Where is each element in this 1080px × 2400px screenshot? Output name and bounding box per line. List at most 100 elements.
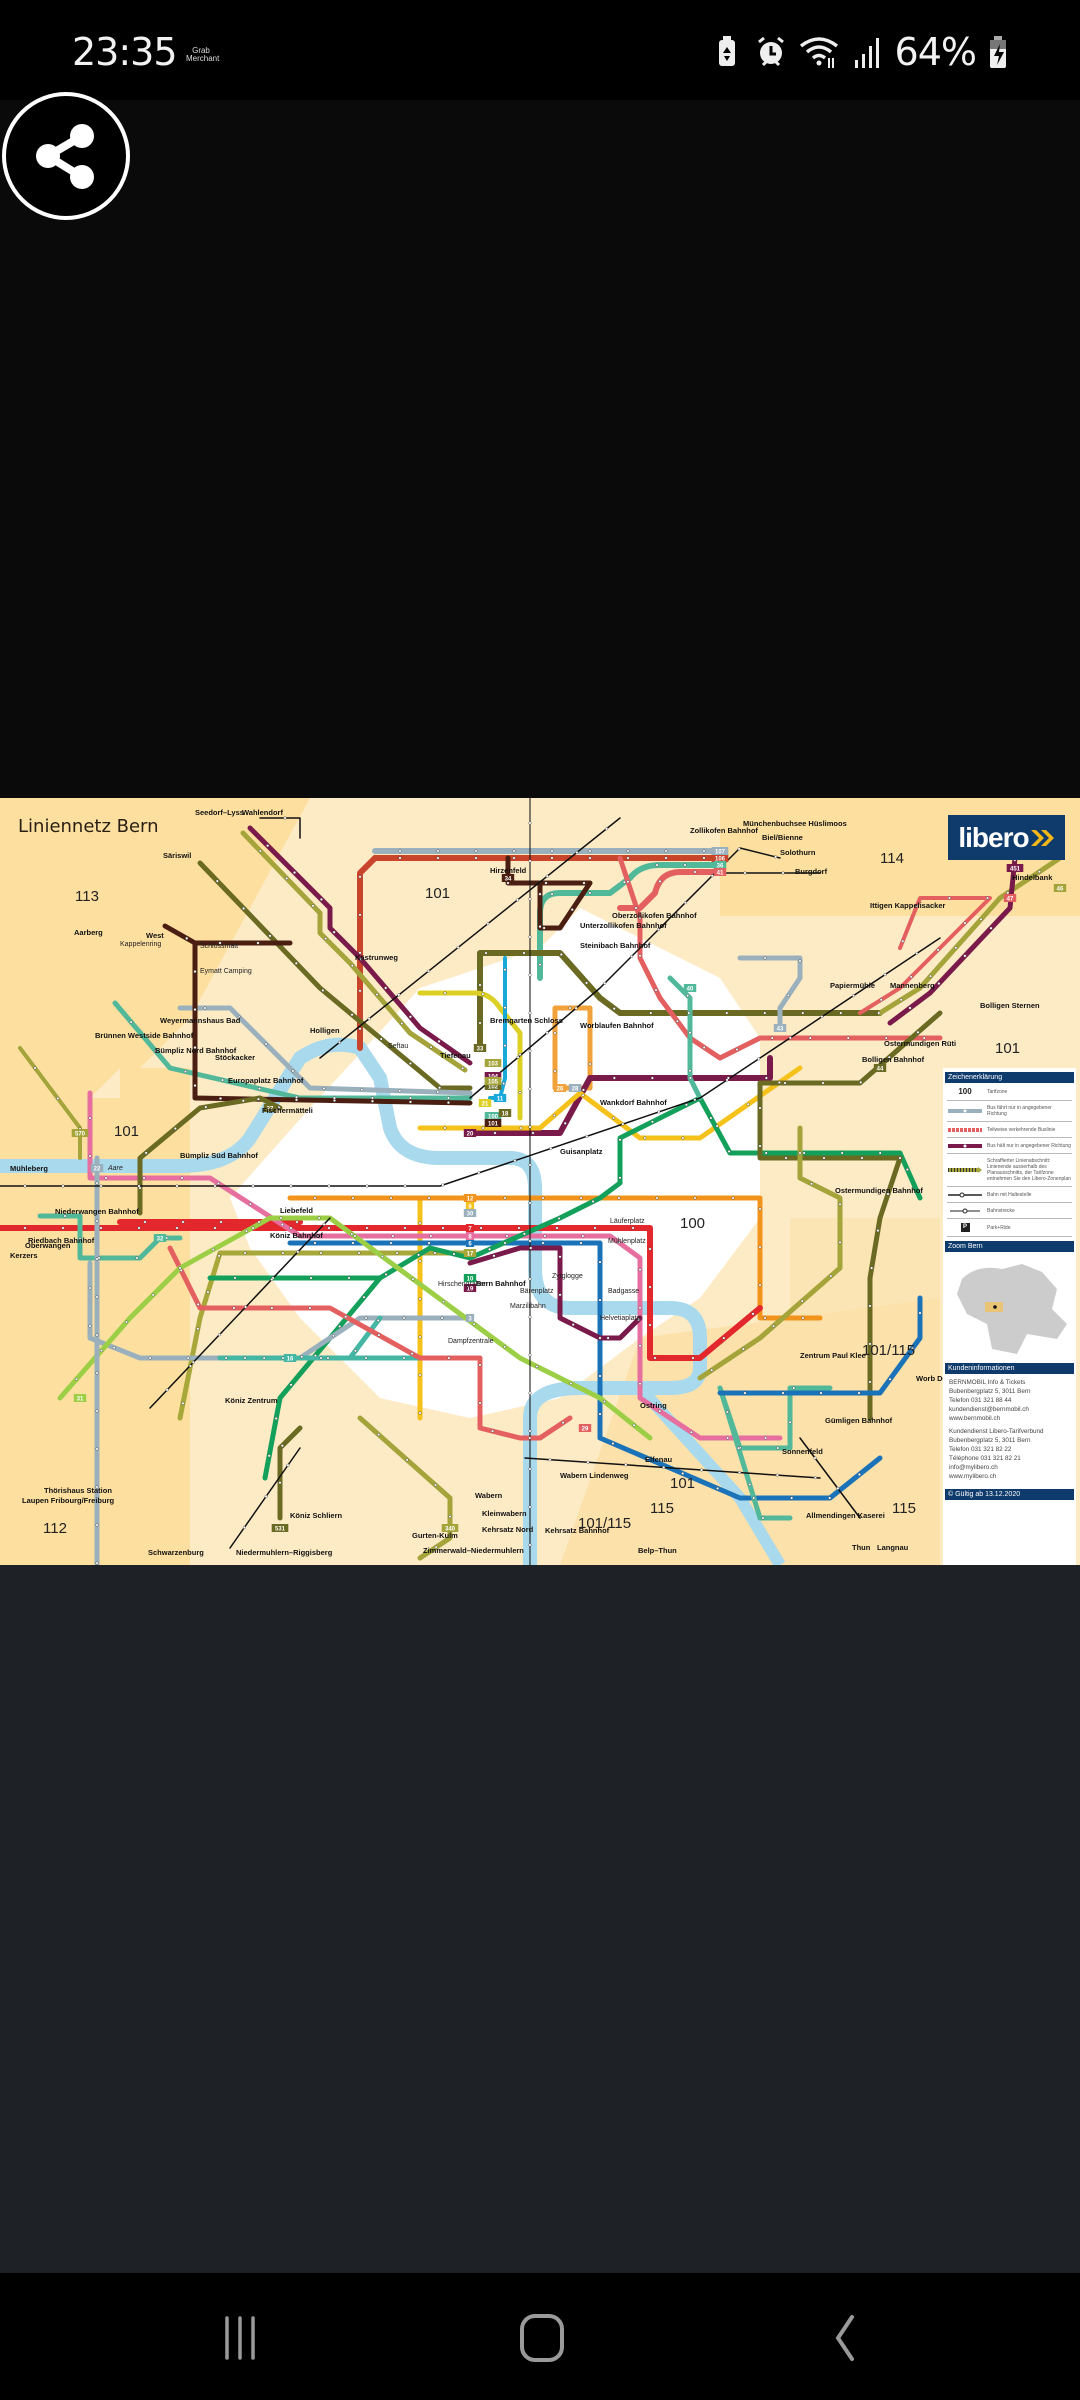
station-marker — [203, 1006, 207, 1010]
station-riedbach: Riedbach Bahnhof — [28, 1236, 95, 1245]
station-marker — [324, 937, 328, 941]
station-marker — [517, 1226, 521, 1230]
zone-label-101-south: 101 — [670, 1475, 695, 1492]
line-badge-21 — [478, 1099, 492, 1107]
station-marker — [173, 1127, 177, 1131]
station-marker — [311, 904, 315, 908]
station-marker — [95, 1409, 99, 1413]
station-marker — [801, 1011, 805, 1015]
station-marker — [829, 1274, 833, 1278]
station-marker — [193, 1008, 197, 1012]
station-marker — [838, 1240, 842, 1244]
station-badgasse: Badgasse — [608, 1288, 639, 1295]
station-marker — [528, 1467, 532, 1471]
station-thun: Thun — [852, 1543, 871, 1552]
station-marker — [461, 1066, 465, 1070]
station-marker — [757, 1057, 761, 1061]
line-47 — [617, 855, 943, 1061]
line-number-100: 100 — [488, 1115, 499, 1121]
station-steinibach: Steinibach Bahnhof — [580, 941, 651, 950]
station-marker — [512, 849, 516, 853]
station-marker — [605, 827, 609, 831]
station-marker — [379, 1037, 383, 1041]
line-531 — [277, 1425, 303, 1521]
station-marker — [427, 1196, 431, 1200]
station-marker — [295, 1095, 299, 1099]
notification-grab-merchant: Grab Merchant — [186, 46, 220, 63]
station-marker — [193, 1084, 197, 1088]
station-marker — [61, 1184, 65, 1188]
station-marker — [563, 1121, 567, 1125]
station-marker — [440, 1316, 444, 1320]
station-marker — [710, 1368, 714, 1372]
station-marker — [411, 1277, 415, 1281]
station-marker — [326, 1356, 330, 1360]
station-hindelbank: Hindelbank — [1012, 873, 1053, 882]
station-zentrum-paul-klee: Zentrum Paul Klee — [800, 1351, 866, 1360]
station-marker — [582, 881, 586, 885]
station-marker — [763, 1316, 767, 1320]
station-marker — [332, 1096, 336, 1100]
station-marker — [612, 1076, 616, 1080]
line-badge-531 — [271, 1524, 289, 1532]
station-marker — [267, 1454, 271, 1458]
transit-map-image[interactable]: Aare — [0, 798, 1080, 1565]
station-marker — [503, 1345, 507, 1349]
station-marker — [213, 1184, 217, 1188]
station-marker — [813, 1456, 817, 1460]
recent-apps-button[interactable] — [195, 2303, 285, 2373]
station-marker — [357, 1251, 361, 1255]
line-number-570: 570 — [75, 1132, 86, 1138]
station-solothurn: Solothurn — [780, 848, 816, 857]
station-marker — [313, 1354, 317, 1358]
station-marker — [529, 1246, 533, 1250]
station-marker — [689, 1430, 693, 1434]
station-marker — [358, 1027, 362, 1031]
station-marker — [408, 1015, 412, 1019]
line-badge-11 — [493, 1094, 507, 1102]
station-marker — [758, 1106, 762, 1110]
station-seftau: Seftau — [388, 1043, 408, 1050]
line-number-43: 43 — [777, 1027, 784, 1033]
station-langnau: Langnau — [877, 1543, 909, 1552]
station-marker — [129, 1020, 133, 1024]
info-line: Telefon 031 321 82 22 — [949, 1446, 1012, 1453]
station-marker — [528, 1163, 532, 1167]
line-12 — [287, 1195, 823, 1321]
station-helvetiaplatz: Helvetiaplatz — [600, 1315, 641, 1322]
share-button[interactable] — [2, 92, 130, 220]
station-marker — [735, 1048, 739, 1052]
station-marker — [321, 988, 325, 992]
station-marker — [180, 1176, 184, 1180]
station-marker — [479, 1226, 483, 1230]
station-marker — [410, 1352, 414, 1356]
station-marker — [493, 1131, 497, 1135]
legend-hatched-line-icon — [947, 1167, 983, 1173]
station-marker — [598, 1336, 602, 1340]
line-number-27: 27 — [267, 1107, 274, 1113]
line-number-21: 21 — [482, 1102, 489, 1108]
legend-stop-direction-text: Bus hält nur in angegebener Richtung — [987, 1142, 1071, 1149]
station-marker — [338, 1324, 342, 1328]
station-marker — [143, 1220, 147, 1224]
station-marker — [675, 1019, 679, 1023]
station-marker — [400, 1021, 404, 1025]
line-badge-16 — [283, 1354, 297, 1362]
station-marker — [429, 1045, 433, 1049]
station-marker — [478, 1363, 482, 1367]
station-marker — [193, 970, 197, 974]
back-button[interactable] — [800, 2303, 890, 2373]
home-button[interactable] — [497, 2303, 587, 2373]
info-line: Téléphone 031 321 82 21 — [949, 1455, 1021, 1462]
station-marker — [481, 1126, 485, 1130]
station-marker — [588, 1024, 592, 1028]
station-marker — [915, 904, 919, 908]
station-marker — [528, 1277, 532, 1281]
battery-charging-icon — [990, 36, 1006, 68]
legend-rail-station-text: Bahn mit Haltestelle — [987, 1191, 1032, 1198]
station-marker — [232, 1306, 236, 1310]
customer-info-libero: Kundendienst Libero-Tarifverbund Bubenbe… — [943, 1427, 1076, 1485]
line-badge-20 — [463, 1129, 477, 1137]
station-marker — [626, 856, 630, 860]
legend-item-rail-station: Bahn mit Haltestelle — [947, 1187, 1072, 1203]
